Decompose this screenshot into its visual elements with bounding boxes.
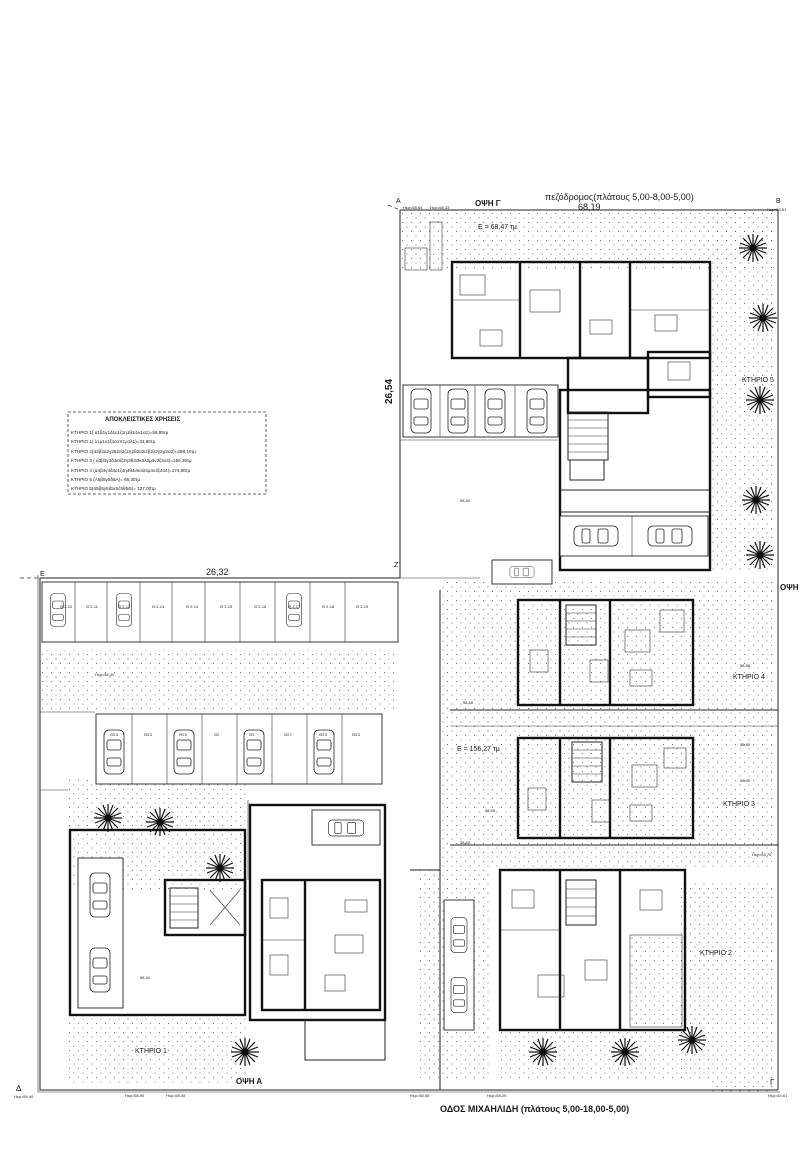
dotted-ground-areas [40, 212, 775, 1095]
building-1-plan [68, 803, 387, 1061]
building-5-plan [402, 221, 712, 585]
parking-row-upper [41, 581, 399, 643]
building-2-plan [443, 868, 687, 1032]
building-4-plan [450, 598, 778, 727]
site-boundary [20, 204, 780, 1093]
legend [67, 411, 267, 495]
building-3-plan [450, 736, 778, 846]
driveway-lines [40, 439, 558, 1090]
parking-row-middle [95, 713, 383, 785]
